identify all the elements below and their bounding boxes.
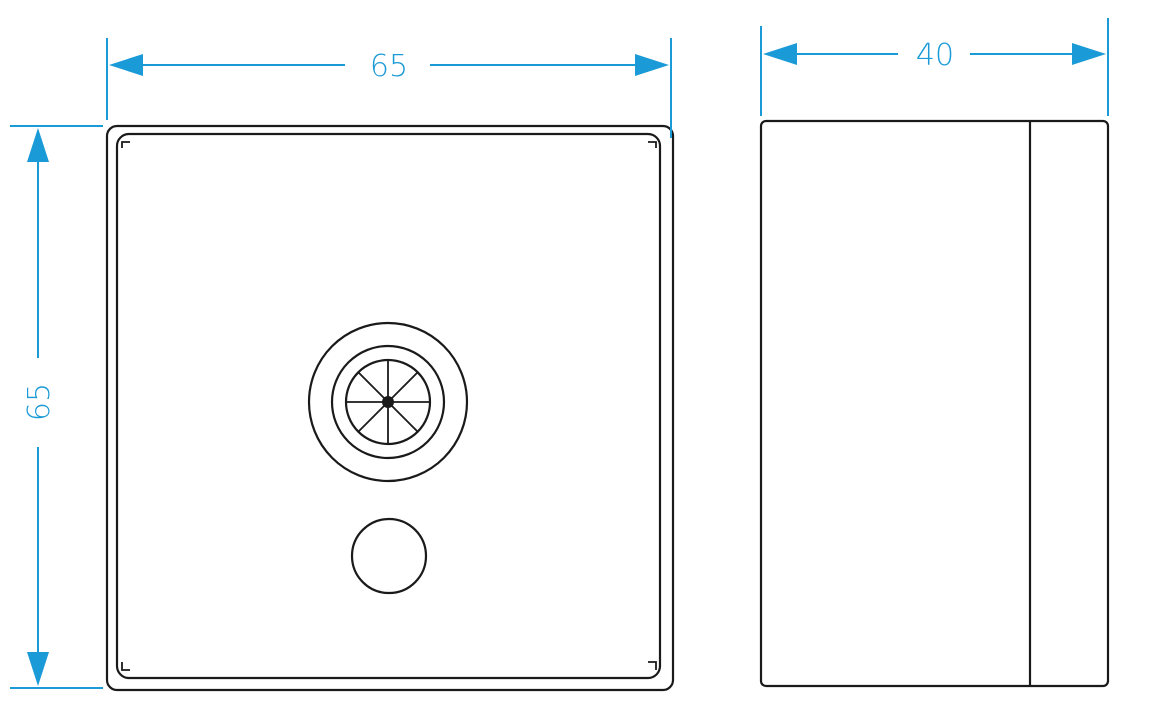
dimension-front-height: 65: [10, 125, 103, 689]
dimension-label-front-width: 65: [370, 49, 408, 84]
front-view: [105, 124, 675, 692]
pir-sensor-center: [382, 396, 394, 408]
front-housing-outline: [105, 124, 675, 692]
arrow-up: [27, 128, 49, 162]
light-sensor-window: [350, 517, 428, 595]
dimension-side-depth: 40: [760, 18, 1109, 116]
arrow-left: [109, 54, 143, 76]
pir-sensor-lens: [307, 321, 469, 483]
dimension-front-width: 65: [106, 38, 672, 138]
arrow-down: [27, 652, 49, 686]
arrow-left: [763, 43, 797, 65]
faceplate-corner-marks: [121, 141, 657, 671]
front-faceplate-outline: [115, 132, 662, 680]
side-housing-outline: [759, 119, 1110, 688]
arrow-right: [635, 54, 669, 76]
arrow-right: [1072, 43, 1106, 65]
dimension-label-front-height: 65: [22, 383, 57, 421]
side-view: [759, 119, 1110, 688]
dimension-label-side-depth: 40: [916, 38, 954, 73]
